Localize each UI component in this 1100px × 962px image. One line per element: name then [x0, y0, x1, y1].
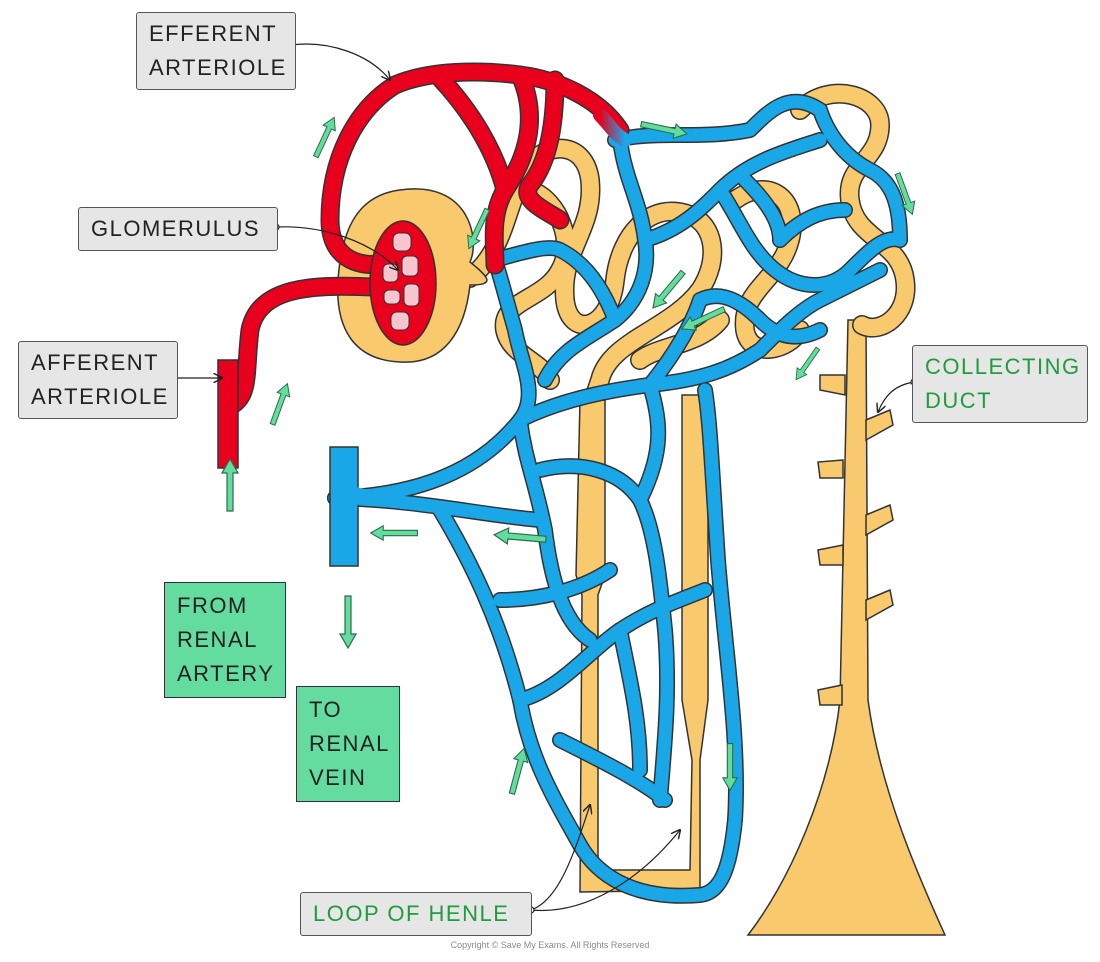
from-renal-artery-label-line-3: ARTERY — [177, 661, 275, 686]
copyright-notice: Copyright © Save My Exams. All Rights Re… — [450, 940, 650, 950]
afferent-arteriole-label-line-1: AFFERENT — [31, 350, 160, 375]
efferent-arteriole-label-line-2: ARTERIOLE — [149, 55, 287, 80]
flow-arrow-up-2 — [265, 380, 295, 428]
loop-of-henle-label: LOOP OF HENLE — [300, 892, 532, 936]
afferent-arteriole-label: AFFERENT ARTERIOLE — [18, 341, 178, 419]
efferent-arteriole-label-line-1: EFFERENT — [149, 21, 278, 46]
to-renal-vein-label-line-2: RENAL — [309, 731, 390, 756]
to-renal-vein-label-line-1: TO — [309, 697, 343, 722]
collecting-duct-label-line-2: DUCT — [925, 388, 993, 413]
loop-of-henle-label-text: LOOP OF HENLE — [313, 901, 510, 926]
collecting-duct-label: COLLECTING DUCT — [912, 345, 1088, 423]
afferent-arteriole — [222, 276, 405, 415]
capillary-transition — [593, 108, 632, 147]
collecting-duct — [746, 319, 947, 936]
afferent-arteriole-label-line-2: ARTERIOLE — [31, 384, 169, 409]
from-renal-artery-label-line-1: FROM — [177, 593, 248, 618]
from-renal-artery-label: FROM RENAL ARTERY — [164, 582, 286, 698]
glomerulus — [369, 220, 437, 346]
flow-arrow-down-4 — [790, 344, 824, 384]
efferent-arteriole-label: EFFERENT ARTERIOLE — [136, 12, 296, 90]
afferent-stub — [217, 359, 239, 469]
from-renal-artery-label-line-2: RENAL — [177, 627, 258, 652]
glomerulus-label-text: GLOMERULUS — [91, 216, 261, 241]
to-renal-vein-label: TO RENAL VEIN — [296, 686, 400, 802]
to-renal-vein-label-line-3: VEIN — [309, 765, 367, 790]
renal-vein-stub — [329, 446, 380, 567]
glomerulus-label: GLOMERULUS — [78, 207, 278, 251]
flow-arrow-left-3 — [370, 525, 418, 541]
loop-of-henle — [575, 394, 709, 893]
collecting-duct-label-line-1: COLLECTING — [925, 354, 1081, 379]
flow-arrow-down-5 — [339, 595, 357, 649]
efferent-arteriole — [320, 62, 630, 275]
